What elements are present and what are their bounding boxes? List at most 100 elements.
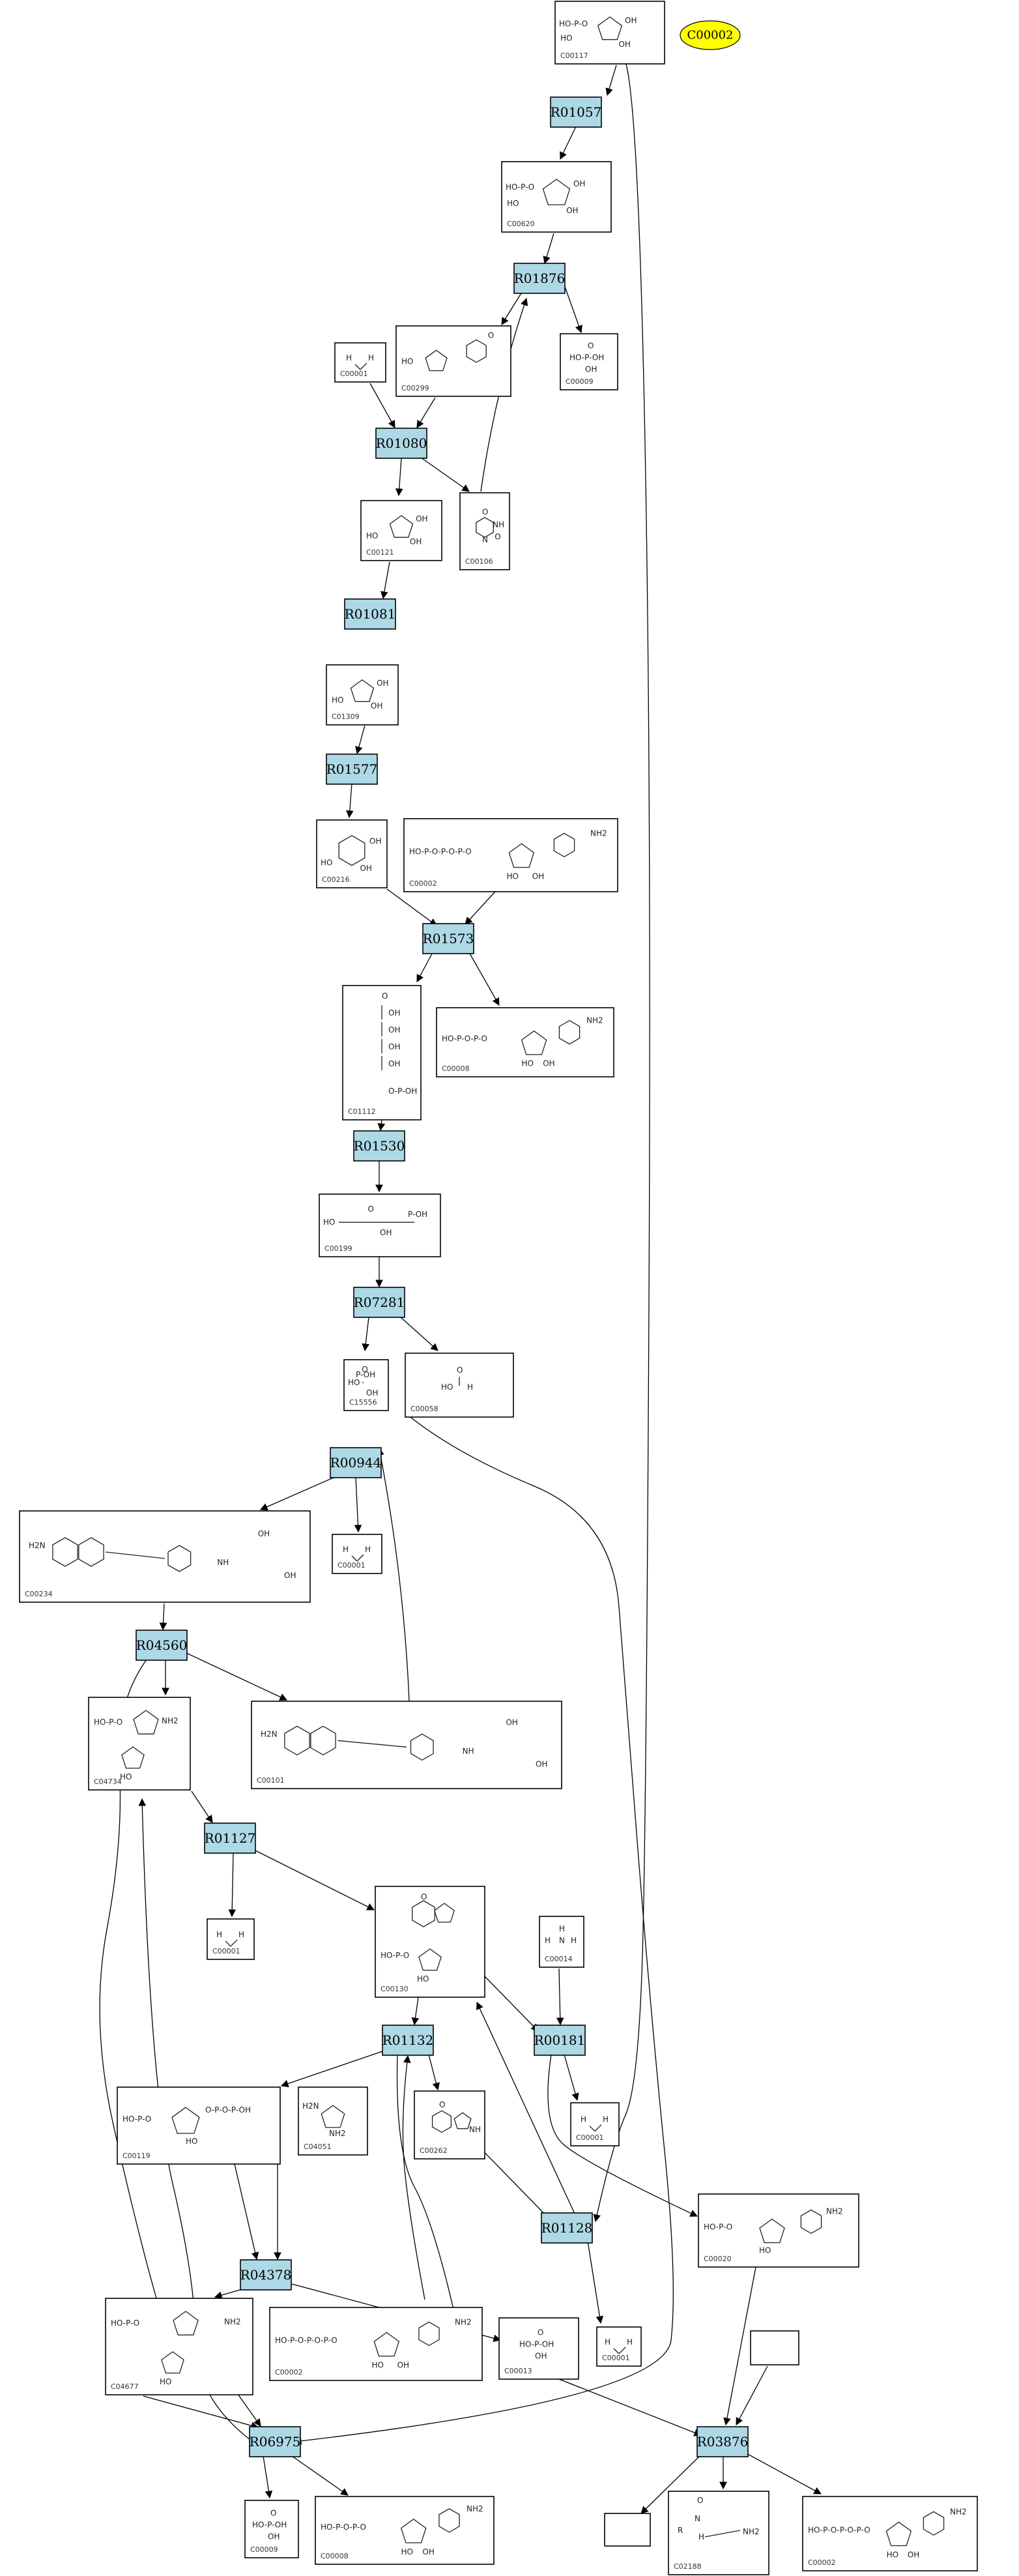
compound-box[interactable] <box>244 2500 299 2558</box>
compound-box[interactable] <box>360 500 442 561</box>
compound-box[interactable] <box>436 1007 614 1077</box>
reaction-node[interactable]: R01080 <box>375 428 427 459</box>
compound-box[interactable] <box>501 161 612 233</box>
compound-box[interactable] <box>414 2090 485 2159</box>
compound-box[interactable] <box>319 1193 441 1257</box>
reaction-box[interactable] <box>240 2259 292 2291</box>
reaction-box[interactable] <box>344 598 396 630</box>
reaction-box[interactable] <box>550 96 602 128</box>
compound-box[interactable] <box>596 2326 642 2367</box>
compound-box[interactable] <box>117 2086 281 2165</box>
compound-box[interactable] <box>554 1 665 65</box>
compound-box[interactable] <box>332 1534 382 1574</box>
compound-box[interactable] <box>88 1697 191 1791</box>
reaction-box[interactable] <box>204 1822 256 1854</box>
reaction-box[interactable] <box>534 2025 586 2056</box>
reaction-node[interactable]: R07281 <box>353 1287 405 1318</box>
compound-box[interactable] <box>375 1886 485 1998</box>
reaction-node[interactable]: R01057 <box>550 96 602 128</box>
reaction-node[interactable]: R04560 <box>136 1630 188 1661</box>
reaction-node[interactable]: R04378 <box>240 2259 292 2291</box>
reaction-node[interactable]: R00944 <box>330 1447 382 1478</box>
reaction-node[interactable]: R01128 <box>541 2212 593 2244</box>
reaction-box[interactable] <box>353 1287 405 1318</box>
highlight-compound-oval[interactable] <box>680 20 741 50</box>
compound-box[interactable] <box>560 333 618 390</box>
reaction-node[interactable]: R01876 <box>513 263 566 294</box>
reaction-box[interactable] <box>422 923 474 954</box>
reaction-node[interactable]: R01577 <box>326 754 378 785</box>
reaction-node[interactable]: R01127 <box>204 1822 256 1854</box>
compound-box[interactable] <box>326 664 399 725</box>
compound-box[interactable] <box>698 2193 859 2268</box>
compound-box[interactable] <box>403 818 618 892</box>
compound-box[interactable] <box>668 2491 769 2575</box>
compound-box[interactable] <box>316 819 388 888</box>
compound-box[interactable] <box>251 1701 562 1789</box>
compound-box[interactable] <box>802 2496 978 2571</box>
reaction-node[interactable]: R01081 <box>344 598 396 630</box>
compound-box[interactable] <box>750 2330 799 2365</box>
reaction-box[interactable] <box>353 1130 405 1162</box>
compound-box[interactable] <box>269 2307 483 2381</box>
reaction-node[interactable]: R06975 <box>249 2426 301 2457</box>
compound-box[interactable] <box>105 2298 253 2395</box>
compound-node[interactable] <box>750 2330 799 2365</box>
reaction-node[interactable]: R03876 <box>696 2426 749 2457</box>
reaction-box[interactable] <box>330 1447 382 1478</box>
compound-box[interactable] <box>570 2102 620 2146</box>
reaction-box[interactable] <box>136 1630 188 1661</box>
compound-box[interactable] <box>604 2513 651 2547</box>
reaction-node[interactable]: R01132 <box>382 2025 434 2056</box>
compound-box[interactable] <box>498 2317 579 2380</box>
compound-node[interactable] <box>604 2513 651 2547</box>
compound-box[interactable] <box>298 2086 368 2156</box>
reaction-box[interactable] <box>375 428 427 459</box>
compound-box[interactable] <box>343 1359 389 1411</box>
reaction-node[interactable]: R01573 <box>422 923 474 954</box>
reaction-node[interactable]: R01530 <box>353 1130 405 1162</box>
compound-box[interactable] <box>334 342 386 383</box>
compound-box[interactable] <box>207 1918 255 1960</box>
compound-box[interactable] <box>459 492 510 570</box>
compound-box[interactable] <box>539 1916 584 1968</box>
compound-box[interactable] <box>395 325 511 397</box>
compound-box[interactable] <box>315 2496 495 2565</box>
reaction-box[interactable] <box>249 2426 301 2457</box>
reaction-box[interactable] <box>513 263 566 294</box>
reaction-box[interactable] <box>541 2212 593 2244</box>
reaction-box[interactable] <box>382 2025 434 2056</box>
